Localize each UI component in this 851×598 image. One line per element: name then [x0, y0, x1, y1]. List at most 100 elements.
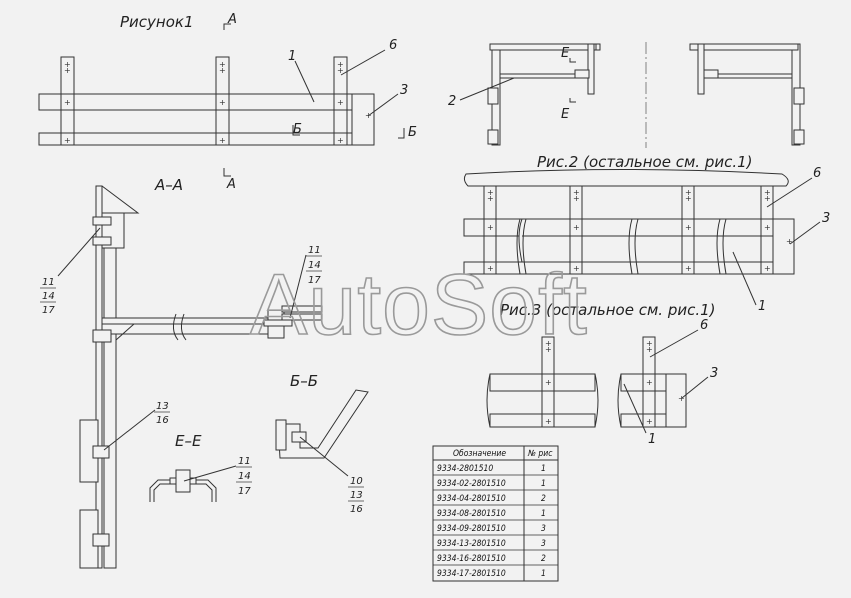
- svg-text:+: +: [545, 339, 552, 348]
- end-views: Е Е 2: [448, 42, 805, 148]
- table-row-2-fig: 1: [541, 479, 546, 489]
- svg-text:+: +: [573, 223, 580, 232]
- svg-text:+: +: [685, 223, 692, 232]
- svg-text:+: +: [764, 264, 771, 273]
- svg-text:+: +: [487, 223, 494, 232]
- table-row-7-code: 9334-16-2801510: [437, 554, 506, 564]
- section-aa-title: А–А: [154, 176, 183, 194]
- table-row-5-code: 9334-09-2801510: [437, 524, 506, 534]
- svg-text:+: +: [337, 66, 344, 75]
- callout-6-fig1: 6: [389, 38, 397, 53]
- svg-text:+: +: [685, 264, 692, 273]
- section-a-a: А–А 11 14 17 11 14: [40, 176, 323, 569]
- callout-1-fig1: 1: [288, 49, 296, 64]
- svg-text:+: +: [646, 339, 653, 348]
- callout-10-bb: 10: [350, 476, 363, 487]
- fig1-title: Рисунок1: [120, 13, 194, 31]
- svg-text:+: +: [487, 194, 494, 203]
- svg-text:+: +: [764, 188, 771, 197]
- table-row-4-code: 9334-08-2801510: [437, 509, 506, 519]
- svg-text:+: +: [764, 223, 771, 232]
- watermark-logo: AutoSoft: [250, 257, 588, 353]
- table-row-8-code: 9334-17-2801510: [437, 569, 506, 579]
- svg-text:+: +: [573, 194, 580, 203]
- svg-text:+: +: [337, 136, 344, 145]
- section-b-b: Б–Б 10 13 16: [275, 372, 369, 515]
- callout-14-ee: 14: [238, 471, 251, 482]
- table-row-6-fig: 3: [541, 539, 546, 549]
- callout-17-aa: 17: [42, 305, 55, 316]
- table-row-1-code: 9334-2801510: [437, 464, 493, 474]
- svg-text:+: +: [545, 378, 552, 387]
- callout-3-fig2: 3: [822, 211, 830, 226]
- svg-text:+: +: [678, 394, 685, 403]
- callout-6-fig2: 6: [813, 166, 821, 181]
- table-row-3-fig: 2: [541, 494, 546, 504]
- section-arrow-a-top: [223, 23, 231, 30]
- svg-text:+: +: [64, 66, 71, 75]
- marker-a-bottom: А: [226, 177, 236, 192]
- fig1-rail-bottom: [38, 132, 353, 146]
- callout-1-fig3: 1: [648, 432, 656, 447]
- callout-16-aa: 16: [156, 415, 169, 426]
- fig3-title: Рис.3 (остальное см. рис.1): [500, 301, 716, 319]
- svg-text:+: +: [64, 136, 71, 145]
- table-row-4-fig: 1: [541, 509, 546, 519]
- table-row-5-fig: 3: [541, 524, 546, 534]
- marker-e-top: Е: [561, 46, 570, 61]
- table-row-3-code: 9334-04-2801510: [437, 494, 506, 504]
- callout-11-aa: 11: [42, 277, 55, 288]
- table-frame: [432, 445, 559, 582]
- svg-text:+: +: [545, 417, 552, 426]
- marker-b-right: Б: [408, 125, 417, 140]
- svg-text:+: +: [646, 417, 653, 426]
- callout-1-fig2: 1: [758, 299, 766, 314]
- svg-text:+: +: [219, 60, 226, 69]
- table-row-8-fig: 1: [541, 569, 546, 579]
- table-row-1-fig: 1: [541, 464, 546, 474]
- callout-2: 2: [448, 94, 456, 109]
- svg-text:+: +: [337, 98, 344, 107]
- table-row-2-code: 9334-02-2801510: [437, 479, 506, 489]
- figure-1: Рисунок1 А ++ ++ ++ +++ +++ + Б Б: [38, 12, 417, 192]
- callout-13-bb: 13: [350, 490, 363, 501]
- table-header-fig: № рис: [527, 449, 553, 459]
- callout-11-arm: 11: [308, 245, 321, 256]
- marker-a-top: А: [227, 12, 237, 27]
- marker-e-bottom: Е: [561, 107, 570, 122]
- callout-14-aa: 14: [42, 291, 55, 302]
- svg-text:+: +: [487, 188, 494, 197]
- svg-text:+: +: [573, 188, 580, 197]
- callout-14-arm: 14: [308, 260, 321, 271]
- callout-17-ee: 17: [238, 486, 251, 497]
- fig1-rail-top: [38, 93, 353, 111]
- svg-text:+: +: [219, 136, 226, 145]
- svg-text:+: +: [219, 66, 226, 75]
- designation-table: Обозначение № рис 9334-2801510 1 9334-02…: [432, 445, 559, 582]
- svg-text:+: +: [219, 98, 226, 107]
- callout-17-arm: 17: [308, 275, 321, 286]
- callout-3-fig3: 3: [710, 366, 718, 381]
- callout-13-aa: 13: [156, 401, 169, 412]
- svg-text:+: +: [64, 98, 71, 107]
- svg-text:+: +: [685, 194, 692, 203]
- svg-text:+: +: [337, 60, 344, 69]
- svg-text:+: +: [646, 345, 653, 354]
- section-bb-title: Б–Б: [290, 372, 318, 390]
- table-header-designation: Обозначение: [453, 449, 506, 459]
- svg-text:+: +: [646, 378, 653, 387]
- callout-11-ee: 11: [238, 456, 251, 467]
- fig2-title: Рис.2 (остальное см. рис.1): [537, 153, 753, 171]
- table-row-7-fig: 2: [541, 554, 546, 564]
- svg-text:+: +: [545, 345, 552, 354]
- figure-2: Рис.2 (остальное см. рис.1) ++ ++ ++ ++ …: [463, 153, 830, 314]
- svg-text:+: +: [64, 60, 71, 69]
- callout-3-fig1: 3: [400, 83, 408, 98]
- marker-b-left: Б: [293, 122, 302, 137]
- svg-text:+: +: [764, 194, 771, 203]
- svg-text:+: +: [685, 188, 692, 197]
- section-e-e: Е–Е 11 14 17: [149, 432, 252, 502]
- callout-6-fig3: 6: [700, 318, 708, 333]
